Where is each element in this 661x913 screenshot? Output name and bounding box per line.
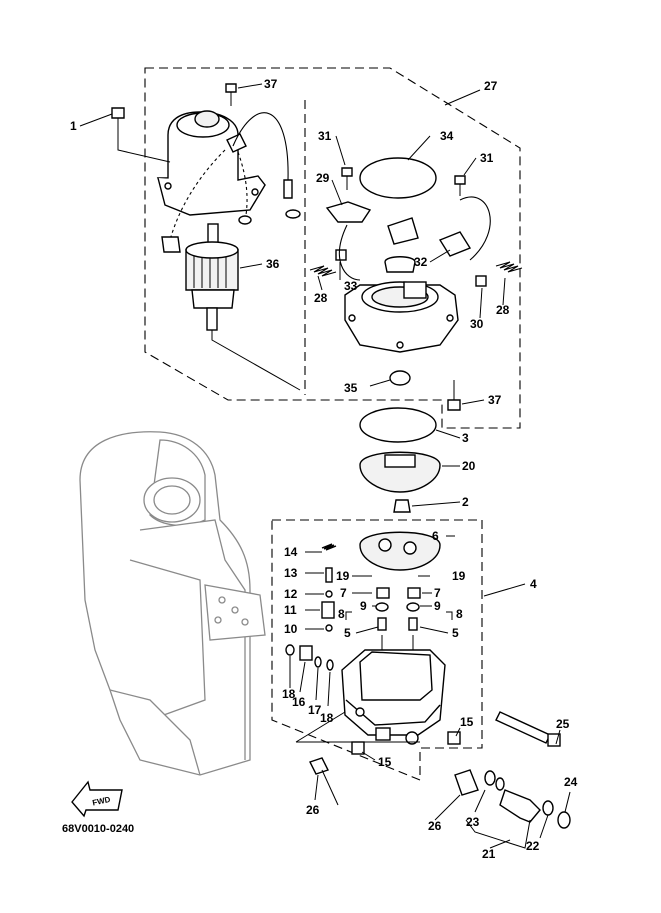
diagram-code: 68V0010-0240 (62, 823, 134, 835)
callout-31a: 31 (318, 129, 332, 143)
callout-23: 23 (466, 815, 480, 829)
callout-labels: 1 37 27 31 34 31 29 32 33 28 28 30 36 35… (70, 77, 578, 861)
springs (309, 261, 523, 277)
callout-29: 29 (316, 171, 330, 185)
callout-28b: 28 (496, 303, 510, 317)
callout-9a: 9 (360, 599, 367, 613)
motor-yoke (156, 110, 266, 216)
callout-10: 10 (284, 622, 298, 636)
callout-16: 16 (292, 695, 306, 709)
fittings (285, 644, 571, 829)
callout-18a: 18 (282, 687, 296, 701)
callout-8a: 8 (338, 607, 345, 621)
callout-7b: 7 (434, 586, 441, 600)
callout-5b: 5 (452, 626, 459, 640)
fwd-arrow: FWD (71, 780, 123, 818)
callout-37b: 37 (488, 393, 502, 407)
callout-31b: 31 (480, 151, 494, 165)
callout-19a: 19 (336, 569, 350, 583)
callout-20: 20 (462, 459, 476, 473)
trim-bracket-ghost (79, 431, 266, 776)
callout-34: 34 (440, 129, 454, 143)
callout-35: 35 (344, 381, 358, 395)
callout-32: 32 (414, 255, 428, 269)
callout-3: 3 (462, 431, 469, 445)
callout-13: 13 (284, 566, 298, 580)
callout-6: 6 (432, 529, 439, 543)
leader-lines (79, 83, 571, 849)
callout-11: 11 (284, 603, 297, 617)
callout-27: 27 (484, 79, 498, 93)
callout-28a: 28 (314, 291, 328, 305)
callout-18b: 18 (320, 711, 334, 725)
callout-12: 12 (284, 587, 298, 601)
callout-14: 14 (284, 545, 298, 559)
callout-37a: 37 (264, 77, 278, 91)
screws-37-31 (111, 83, 466, 411)
pump-body (341, 649, 446, 745)
brushes (325, 196, 491, 287)
brush-holder-wires (161, 112, 301, 253)
callout-21: 21 (482, 847, 496, 861)
callout-26a: 26 (306, 803, 320, 817)
callout-33: 33 (344, 279, 358, 293)
reservoir-body (344, 256, 459, 353)
o-ring-34 (359, 157, 437, 199)
callout-26b: 26 (428, 819, 442, 833)
callout-7a: 7 (340, 586, 347, 600)
callout-15b: 15 (378, 755, 392, 769)
callout-8b: 8 (456, 607, 463, 621)
callout-19b: 19 (452, 569, 466, 583)
armature (185, 223, 239, 331)
callout-24: 24 (564, 775, 578, 789)
o-ring-3 (359, 407, 437, 443)
callout-17: 17 (308, 703, 322, 717)
callout-2: 2 (462, 495, 469, 509)
pump-valves (321, 543, 421, 690)
fwd-label: FWD (92, 795, 112, 808)
callout-25: 25 (556, 717, 570, 731)
motor-group-outline (144, 67, 521, 429)
gear-plate-20 (359, 451, 441, 493)
cap-group-outline (271, 519, 483, 781)
callout-36: 36 (266, 257, 280, 271)
shaft-2 (393, 499, 411, 513)
callout-30: 30 (470, 317, 484, 331)
bearing-35 (389, 370, 411, 386)
callout-1: 1 (70, 119, 77, 133)
callout-22: 22 (526, 839, 540, 853)
callout-15a: 15 (460, 715, 474, 729)
callout-5a: 5 (344, 626, 351, 640)
callout-9b: 9 (434, 599, 441, 613)
callout-4: 4 (530, 577, 537, 591)
gear-housing (359, 531, 441, 571)
